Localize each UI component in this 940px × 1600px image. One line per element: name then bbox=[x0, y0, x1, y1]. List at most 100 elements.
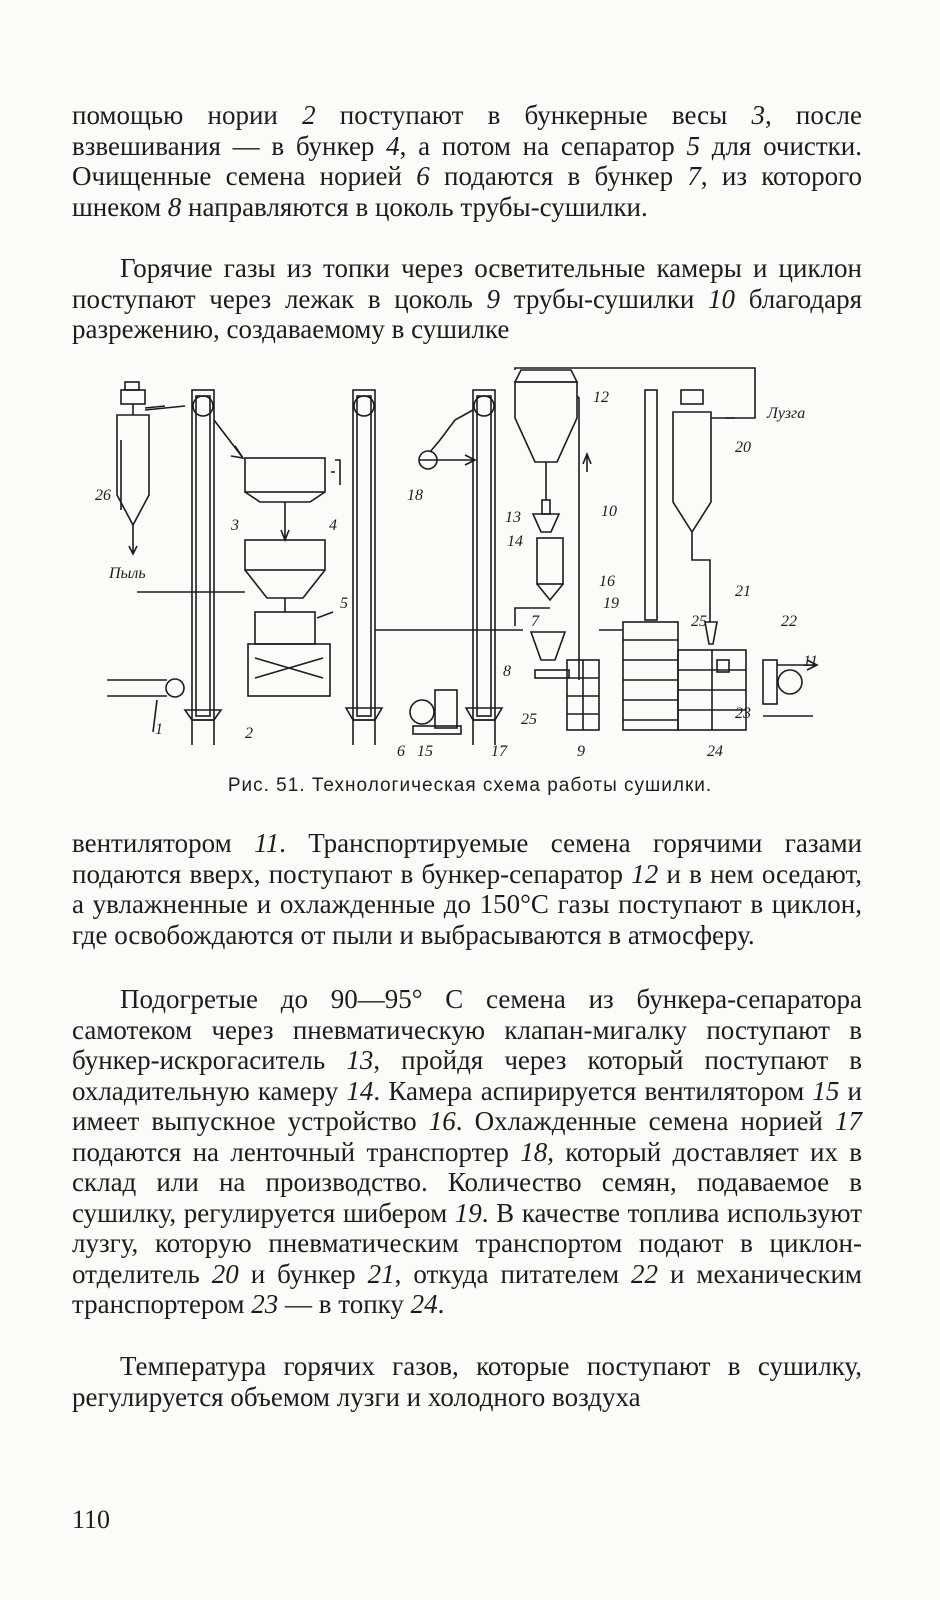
label-14: 14 bbox=[507, 533, 523, 550]
label-2: 2 bbox=[245, 725, 253, 742]
text-run: и имеет выпускное устройство bbox=[72, 1075, 862, 1137]
cyclone-26 bbox=[116, 381, 166, 556]
label-18: 18 bbox=[407, 487, 423, 504]
label-25-lower: 25 bbox=[521, 711, 537, 728]
pipelines bbox=[107, 405, 523, 733]
ref-number: 10 bbox=[708, 283, 736, 314]
text-run: , из которого шнеком bbox=[72, 161, 862, 222]
page-number: 110 bbox=[72, 1505, 111, 1534]
paragraph-1: помощью нории 2 поступают в бункерные ве… bbox=[72, 100, 862, 222]
text-run: . Транспортируемые семена горячими газам… bbox=[72, 828, 862, 889]
text-run: помощью нории bbox=[72, 100, 303, 130]
scale-bunker-separator bbox=[213, 419, 341, 697]
ref-number: 3 bbox=[751, 100, 765, 130]
label-7: 7 bbox=[531, 613, 540, 630]
ref-number: 19 bbox=[454, 1197, 482, 1228]
label-9: 9 bbox=[577, 743, 585, 760]
text-run: благодаря разрежению, создаваемому в суш… bbox=[72, 283, 862, 345]
text-run: , пройдя через который поступают в охлад… bbox=[72, 1045, 862, 1106]
label-16: 16 bbox=[599, 573, 615, 590]
text-run: трубы-сушилки bbox=[500, 283, 709, 314]
text-run: и механическим транспортером bbox=[72, 1258, 862, 1320]
label-19: 19 bbox=[603, 595, 619, 612]
ref-number: 7 bbox=[687, 161, 701, 191]
text-run: , который доставляет их в склад или на п… bbox=[72, 1136, 862, 1228]
noria-17 bbox=[429, 389, 504, 745]
label-3: 3 bbox=[230, 517, 239, 534]
ref-number: 12 bbox=[631, 858, 659, 889]
ref-number: 13 bbox=[346, 1045, 374, 1075]
ref-number: 4 bbox=[386, 130, 400, 161]
text-run: вентилятором bbox=[72, 828, 255, 858]
label-24: 24 bbox=[707, 743, 723, 760]
text-run: подаются на ленточный транспортер bbox=[72, 1136, 521, 1167]
ref-number: 11 bbox=[254, 828, 280, 858]
ref-number: 23 bbox=[251, 1289, 279, 1319]
text-run: Горячие газы из топки через осветительны… bbox=[72, 253, 862, 314]
label-26: 26 bbox=[95, 487, 111, 504]
figure-dryer-scheme: 1 2 3 4 5 6 7 8 9 10 11 12 13 14 15 16 1… bbox=[95, 360, 835, 770]
label-6: 6 bbox=[397, 743, 405, 760]
text-run: , после взвешивания — в бункер bbox=[72, 100, 862, 161]
label-20: 20 bbox=[735, 439, 751, 456]
fan-15 bbox=[409, 689, 462, 735]
label-1: 1 bbox=[155, 721, 163, 738]
label-15: 15 bbox=[417, 743, 433, 760]
noria-6 bbox=[344, 389, 384, 745]
cyclone-20 bbox=[514, 367, 819, 717]
ref-number: 9 bbox=[486, 283, 501, 314]
dryer-scheme-diagram: 1 2 3 4 5 6 7 8 9 10 11 12 13 14 15 16 1… bbox=[95, 367, 819, 760]
text-run: — в топку bbox=[278, 1289, 411, 1319]
label-5: 5 bbox=[340, 595, 348, 612]
ref-number: 6 bbox=[416, 161, 430, 191]
text-run: . В качестве топлива используют лузгу, к… bbox=[72, 1197, 862, 1289]
label-10: 10 bbox=[601, 503, 617, 520]
text-run: и бункер bbox=[238, 1258, 368, 1289]
hopper-screw-base bbox=[514, 607, 600, 731]
ref-number: 22 bbox=[631, 1258, 659, 1289]
label-12: 12 bbox=[593, 389, 609, 406]
text-run: подаются в бункер bbox=[429, 161, 688, 191]
label-husk: Лузга bbox=[766, 405, 805, 422]
text-run: . Камера аспирируется вентилятором bbox=[373, 1075, 813, 1106]
label-23: 23 bbox=[735, 705, 751, 722]
ref-number: 2 bbox=[302, 100, 316, 130]
ref-number: 21 bbox=[367, 1258, 395, 1289]
bunker-separator-12 bbox=[513, 369, 592, 680]
label-dust: Пыль bbox=[108, 565, 146, 582]
label-17: 17 bbox=[491, 743, 508, 760]
label-4: 4 bbox=[329, 517, 337, 534]
ref-number: 17 bbox=[835, 1106, 862, 1136]
text-run: для очистки. Очищенные семена норией bbox=[72, 130, 863, 192]
text-run: , откуда питателем bbox=[394, 1258, 632, 1289]
label-13: 13 bbox=[505, 509, 521, 526]
label-8: 8 bbox=[503, 663, 511, 680]
text-run: . Охлажденные семена норией bbox=[455, 1106, 835, 1136]
label-21: 21 bbox=[735, 583, 751, 600]
ref-number: 18 bbox=[520, 1136, 548, 1167]
belt-conveyor-18 bbox=[418, 450, 477, 470]
label-25-upper: 25 bbox=[691, 613, 707, 630]
ref-number: 15 bbox=[812, 1075, 840, 1106]
paragraph-5: Температура горячих газов, которые посту… bbox=[72, 1351, 862, 1412]
ref-number: 14 bbox=[346, 1075, 374, 1106]
text-run: . bbox=[437, 1289, 445, 1319]
text-run: Подогретые до 90—95° С семена из бункера… bbox=[72, 984, 862, 1075]
figure-caption: Рис. 51. Технологическая схема работы су… bbox=[227, 775, 713, 796]
text-run: и в нем оседают, а увлажненные и охлажде… bbox=[72, 858, 862, 950]
paragraph-4: Подогретые до 90—95° С семена из бункера… bbox=[72, 984, 862, 1320]
text-run: поступают в бункерные весы bbox=[315, 100, 752, 130]
furnace-24 bbox=[599, 389, 747, 731]
label-22: 22 bbox=[781, 613, 797, 630]
ref-number: 5 bbox=[686, 130, 701, 161]
ref-number: 20 bbox=[211, 1258, 239, 1289]
text-run: , а потом на сепаратор bbox=[399, 130, 687, 161]
text-run: направляются в цоколь трубы-сушилки. bbox=[181, 191, 648, 222]
ref-number: 16 bbox=[428, 1106, 456, 1136]
text-run: Температура горячих газов, которые посту… bbox=[72, 1351, 862, 1412]
diagram-labels: 1 2 3 4 5 6 7 8 9 10 11 12 13 14 15 16 1… bbox=[95, 389, 818, 760]
label-11: 11 bbox=[803, 653, 818, 670]
paragraph-2: Горячие газы из топки через осветительны… bbox=[72, 253, 862, 345]
paragraph-3: вентилятором 11. Транспортируемые семена… bbox=[72, 828, 862, 950]
